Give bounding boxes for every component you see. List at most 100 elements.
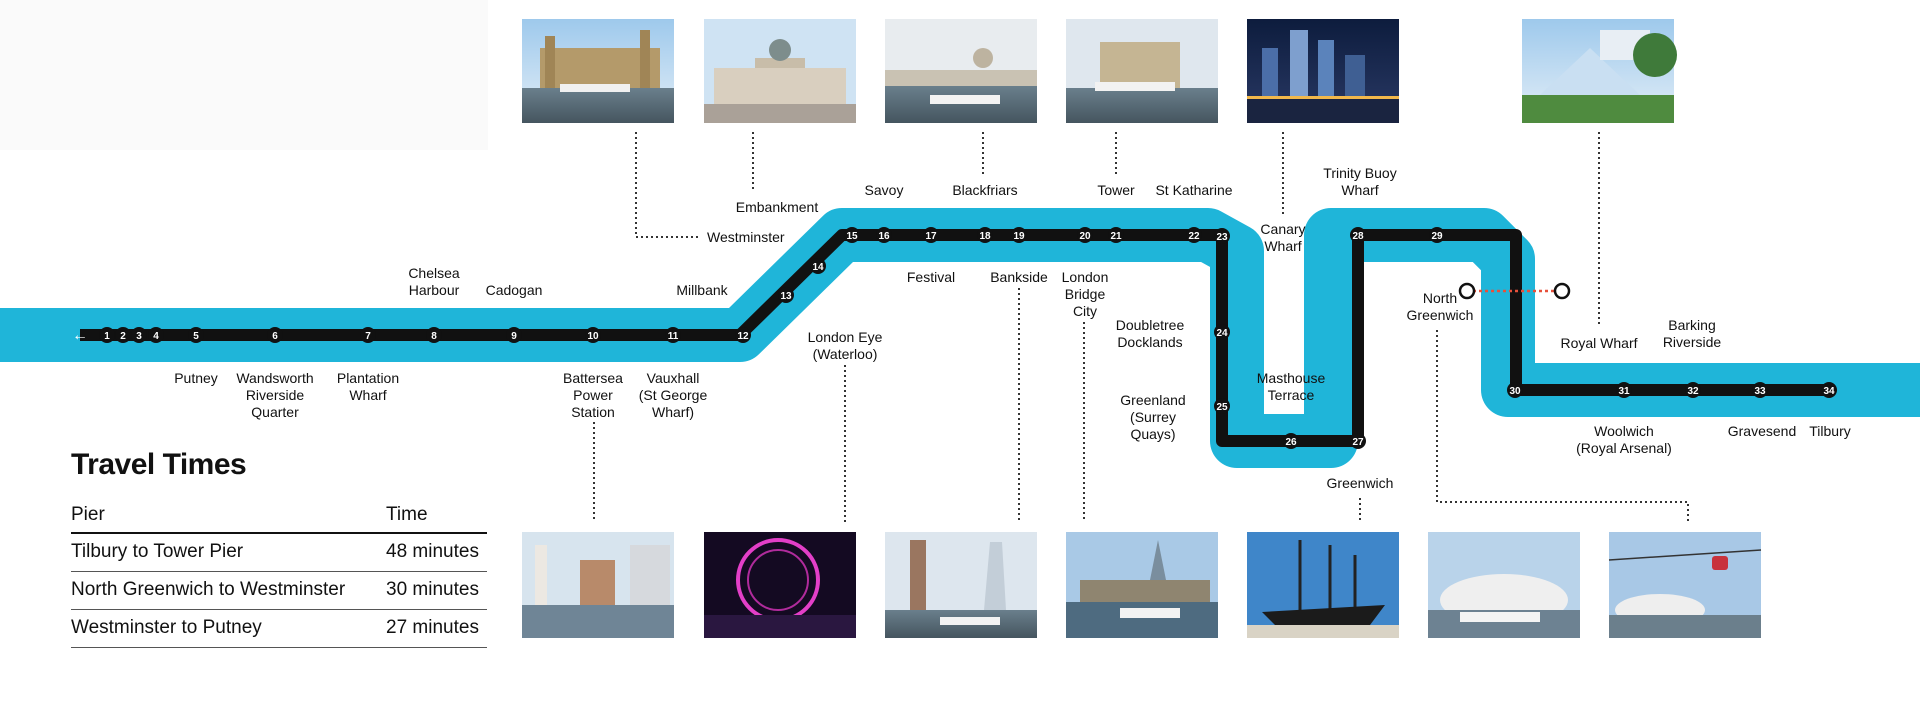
label-plantation-1: Plantation bbox=[337, 370, 399, 386]
label-london-bridge-1: London bbox=[1062, 269, 1109, 285]
label-london-eye-2: (Waterloo) bbox=[813, 346, 878, 362]
pier-1[interactable]: 1 bbox=[99, 327, 115, 343]
pier-26[interactable]: 26 bbox=[1283, 433, 1299, 449]
photo-blackfriars bbox=[885, 19, 1037, 123]
pier-number: 30 bbox=[1509, 386, 1521, 397]
label-tilbury: Tilbury bbox=[1809, 423, 1851, 439]
label-cadogan: Cadogan bbox=[486, 282, 543, 298]
pier-22[interactable]: 22 bbox=[1186, 227, 1202, 243]
travel-times-table: Pier Time Tilbury to Tower Pier 48 minut… bbox=[71, 500, 487, 648]
label-westminster: Westminster bbox=[707, 229, 785, 245]
pier-3[interactable]: 3 bbox=[131, 327, 147, 343]
label-wandsworth-1: Wandsworth bbox=[236, 370, 313, 386]
label-vauxhall-2: (St George bbox=[639, 387, 708, 403]
pier-number: 2 bbox=[120, 331, 126, 342]
pier-16[interactable]: 16 bbox=[876, 227, 892, 243]
time-cell: 48 minutes bbox=[386, 533, 487, 572]
pier-number: 7 bbox=[365, 331, 371, 342]
pier-11[interactable]: 11 bbox=[665, 327, 681, 343]
pier-4[interactable]: 4 bbox=[148, 327, 164, 343]
pier-34[interactable]: 34 bbox=[1821, 382, 1837, 398]
label-doubletree-1: Doubletree bbox=[1116, 317, 1185, 333]
label-chelsea-1: Chelsea bbox=[408, 265, 460, 281]
pier-number: 20 bbox=[1079, 231, 1091, 242]
leader-westminster bbox=[635, 132, 700, 238]
photo-greenwich bbox=[1247, 532, 1399, 638]
pier-32[interactable]: 32 bbox=[1685, 382, 1701, 398]
label-savoy: Savoy bbox=[865, 182, 904, 198]
pier-15[interactable]: 15 bbox=[844, 227, 860, 243]
time-cell: 27 minutes bbox=[386, 609, 487, 648]
label-battersea-2: Power bbox=[573, 387, 613, 403]
label-london-bridge-3: City bbox=[1073, 303, 1097, 319]
pier-19[interactable]: 19 bbox=[1011, 227, 1027, 243]
column-header-pier: Pier bbox=[71, 500, 386, 534]
label-gravesend: Gravesend bbox=[1728, 423, 1796, 439]
label-woolwich-1: Woolwich bbox=[1594, 423, 1654, 439]
pier-number: 28 bbox=[1352, 231, 1364, 242]
pier-8[interactable]: 8 bbox=[426, 327, 442, 343]
label-greenland-2: (Surrey bbox=[1130, 409, 1176, 425]
label-bankside: Bankside bbox=[990, 269, 1048, 285]
pier-number: 19 bbox=[1013, 231, 1025, 242]
pier-23[interactable]: 23 bbox=[1214, 228, 1230, 244]
label-battersea-1: Battersea bbox=[563, 370, 623, 386]
pier-31[interactable]: 31 bbox=[1616, 382, 1632, 398]
photo-canary-wharf bbox=[1247, 19, 1399, 123]
pier-number: 31 bbox=[1618, 386, 1630, 397]
time-cell: 30 minutes bbox=[386, 571, 487, 610]
photo-cable-car bbox=[1608, 532, 1762, 638]
pier-6[interactable]: 6 bbox=[267, 327, 283, 343]
pier-number: 21 bbox=[1110, 231, 1122, 242]
label-millbank: Millbank bbox=[676, 282, 728, 298]
pier-number: 14 bbox=[812, 262, 824, 273]
label-barking-2: Riverside bbox=[1663, 334, 1722, 350]
cable-car-terminal-east bbox=[1553, 282, 1571, 300]
pier-28[interactable]: 28 bbox=[1350, 227, 1366, 243]
label-canary-wharf-2: Wharf bbox=[1264, 238, 1301, 254]
pier-12[interactable]: 12 bbox=[735, 327, 751, 343]
pier-5[interactable]: 5 bbox=[188, 327, 204, 343]
pier-cell: Westminster to Putney bbox=[71, 609, 386, 648]
pier-number: 33 bbox=[1754, 386, 1766, 397]
table-row: North Greenwich to Westminster 30 minute… bbox=[71, 571, 487, 610]
pier-number: 18 bbox=[979, 231, 991, 242]
pier-number: 22 bbox=[1188, 231, 1200, 242]
pier-7[interactable]: 7 bbox=[360, 327, 376, 343]
label-barking-1: Barking bbox=[1668, 317, 1715, 333]
table-row: Tilbury to Tower Pier 48 minutes bbox=[71, 533, 487, 572]
pier-number: 27 bbox=[1352, 437, 1364, 448]
pier-27[interactable]: 27 bbox=[1350, 433, 1366, 449]
pier-labels: Putney Wandsworth Riverside Quarter Plan… bbox=[174, 165, 1851, 491]
label-embankment: Embankment bbox=[736, 199, 819, 215]
pier-14[interactable]: 14 bbox=[810, 258, 826, 274]
column-header-time: Time bbox=[386, 500, 487, 534]
pier-17[interactable]: 17 bbox=[923, 227, 939, 243]
pier-cell: North Greenwich to Westminster bbox=[71, 571, 386, 610]
photo-leader-lines bbox=[593, 132, 1689, 522]
pier-21[interactable]: 21 bbox=[1108, 227, 1124, 243]
pier-20[interactable]: 20 bbox=[1077, 227, 1093, 243]
pier-33[interactable]: 33 bbox=[1752, 382, 1768, 398]
photo-battersea bbox=[522, 532, 674, 638]
pier-number: 11 bbox=[668, 331, 679, 342]
pier-number: 12 bbox=[737, 331, 749, 342]
pier-9[interactable]: 9 bbox=[506, 327, 522, 343]
label-wandsworth-3: Quarter bbox=[251, 404, 299, 420]
pier-2[interactable]: 2 bbox=[115, 327, 131, 343]
pier-13[interactable]: 13 bbox=[778, 287, 794, 303]
pier-24[interactable]: 24 bbox=[1214, 324, 1230, 340]
pier-number: 23 bbox=[1216, 232, 1228, 243]
pier-18[interactable]: 18 bbox=[977, 227, 993, 243]
label-vauxhall-3: Wharf) bbox=[652, 404, 694, 420]
pier-25[interactable]: 25 bbox=[1214, 398, 1230, 414]
pier-29[interactable]: 29 bbox=[1429, 227, 1445, 243]
pier-30[interactable]: 30 bbox=[1507, 382, 1523, 398]
pier-number: 13 bbox=[780, 291, 792, 302]
label-canary-wharf-1: Canary bbox=[1260, 221, 1305, 237]
label-festival: Festival bbox=[907, 269, 955, 285]
pier-10[interactable]: 10 bbox=[585, 327, 601, 343]
pier-number: 26 bbox=[1285, 437, 1297, 448]
